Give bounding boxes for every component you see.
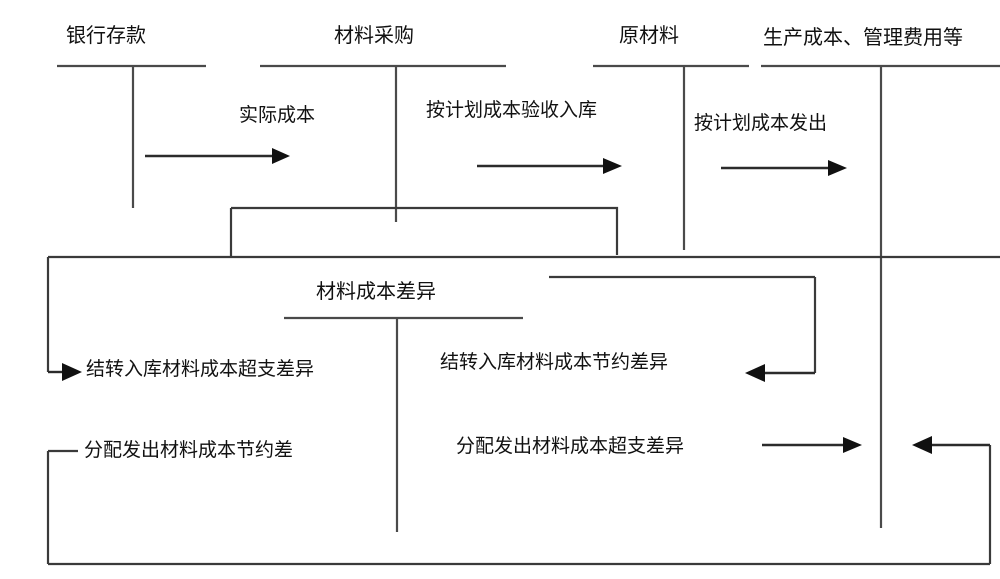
t-account-bank xyxy=(57,64,206,208)
account-title-rawmat: 原材料 xyxy=(619,23,679,47)
connector-alloc-saving xyxy=(46,449,990,566)
account-title-prodcost: 生产成本、管理费用等 xyxy=(763,25,963,49)
connector-carryover-excess xyxy=(46,206,1000,381)
flow-label-planned-receipt: 按计划成本验收入库 xyxy=(426,99,598,121)
t-account-rawmat xyxy=(593,64,749,250)
account-title-bank: 银行存款 xyxy=(66,23,146,47)
account-title-purchase: 材料采购 xyxy=(334,23,414,47)
arrow-planned-receipt xyxy=(477,158,622,174)
flow-label-planned-issue: 按计划成本发出 xyxy=(694,112,828,134)
flow-label-alloc-saving: 分配发出材料成本节约差 xyxy=(84,439,294,461)
flow-label-carryover-excess: 结转入库材料成本超支差异 xyxy=(86,358,315,380)
t-account-purchase xyxy=(260,64,506,222)
flow-label-actual-cost: 实际成本 xyxy=(239,104,316,126)
flow-label-carryover-saving: 结转入库材料成本节约差异 xyxy=(440,351,669,373)
account-title-variance: 材料成本差异 xyxy=(316,279,436,303)
arrow-actual-cost xyxy=(145,148,290,164)
connector-bottom-return xyxy=(912,436,992,564)
connector-carryover-saving xyxy=(549,275,817,382)
t-account-prodcost xyxy=(761,64,1000,528)
t-account-variance xyxy=(284,316,523,532)
arrow-planned-issue xyxy=(721,160,847,176)
flow-label-alloc-excess: 分配发出材料成本超支差异 xyxy=(456,435,685,457)
arrow-alloc-excess xyxy=(762,437,862,453)
